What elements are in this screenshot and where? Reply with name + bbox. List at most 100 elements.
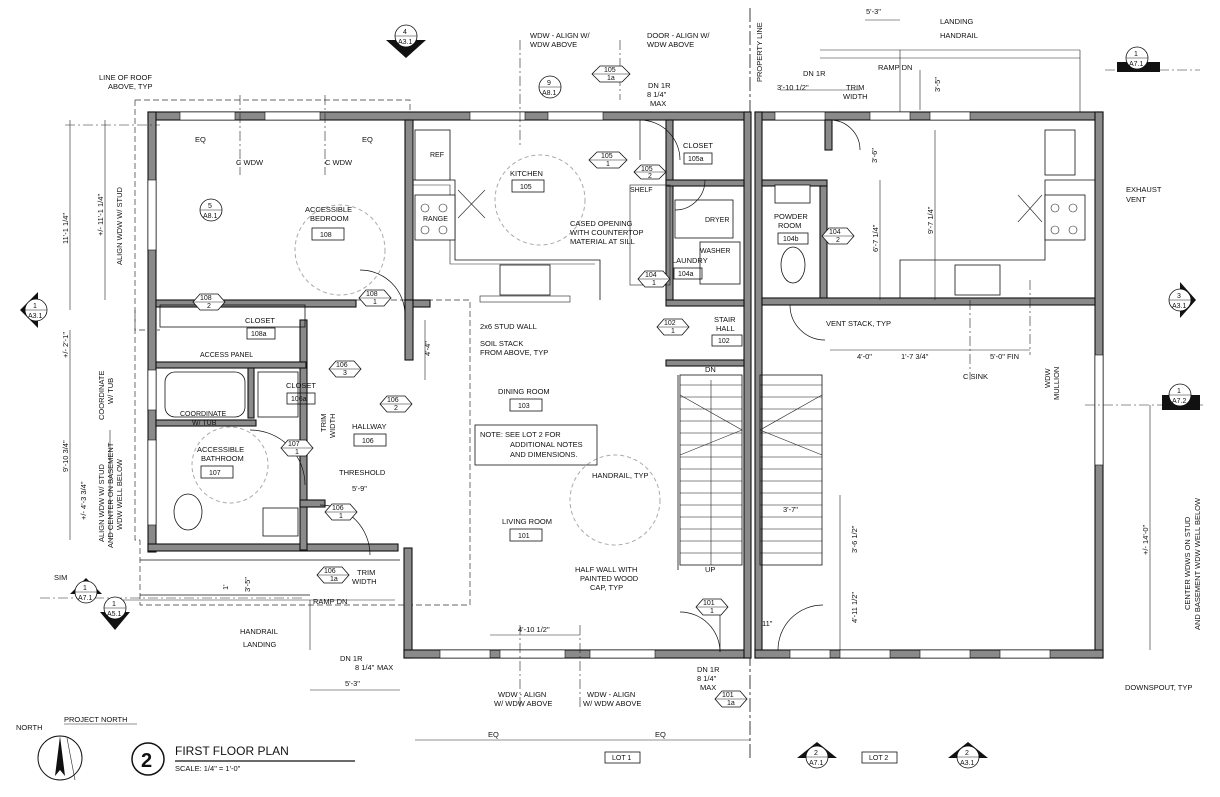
svg-text:9: 9 <box>547 80 551 87</box>
dim-11: 11" <box>762 619 773 628</box>
trim-top-2: WIDTH <box>843 92 868 101</box>
shelf-label: SHELF <box>630 187 653 194</box>
note-text-3: AND DIMENSIONS. <box>510 450 578 459</box>
dim-2-1: +/- 2'-1" <box>61 332 70 358</box>
svg-text:2: 2 <box>207 303 211 310</box>
max-left-2: MAX <box>377 663 393 672</box>
cased-2: WITH COUNTERTOP <box>570 228 643 237</box>
svg-text:1: 1 <box>33 303 37 310</box>
handrail-top: HANDRAIL <box>940 31 978 40</box>
roof-line-left-lower <box>134 310 140 541</box>
dn-stair: DN <box>705 365 716 374</box>
tag-105-1a: 105 1a <box>591 65 631 83</box>
dim-5-3-bottom: 5'-3" <box>345 679 360 688</box>
stair-lot1 <box>677 374 743 570</box>
trim-hall-1: TRIM <box>319 414 328 432</box>
porch-ramp <box>120 559 400 650</box>
svg-text:1a: 1a <box>607 75 615 82</box>
living-num: 101 <box>518 533 530 540</box>
dn1r-left: DN 1R <box>340 654 363 663</box>
ramp-dn-left: RAMP DN <box>313 597 347 606</box>
eq-bottom-1: EQ <box>488 730 499 739</box>
svg-text:A3.1: A3.1 <box>28 313 43 320</box>
cased-3: MATERIAL AT SILL <box>570 237 635 246</box>
dn1r-right: DN 1R <box>803 69 826 78</box>
c-wdw-1: C WDW <box>236 158 264 167</box>
dim-4-3: +/- 4'-3 3/4" <box>79 481 88 520</box>
bedroom-label-2: BEDROOM <box>310 214 349 223</box>
tag-106-3: 106 3 <box>328 360 362 378</box>
tag-107-1: 107 1 <box>280 439 314 457</box>
c-sink: C SINK <box>963 372 988 381</box>
access-panel-label: ACCESS PANEL <box>200 352 253 359</box>
svg-text:1a: 1a <box>330 576 338 583</box>
dining-label: DINING ROOM <box>498 387 550 396</box>
svg-text:A8.1: A8.1 <box>542 90 557 97</box>
svg-text:3: 3 <box>1177 293 1181 300</box>
half-wall-3: CAP, TYP <box>590 583 623 592</box>
wdw-bottom-1a: WDW - ALIGN <box>498 690 546 699</box>
eq-2: EQ <box>362 135 373 144</box>
tag-105-1: 105 1 <box>588 151 628 169</box>
stairhall-label-2: HALL <box>716 324 735 333</box>
svg-text:A7.2: A7.2 <box>1172 398 1187 405</box>
svg-text:1a: 1a <box>727 700 735 707</box>
coord-tub-1: COORDINATE <box>97 371 106 420</box>
dim-9-10: 9'-10 3/4" <box>61 440 70 472</box>
wdw-bottom-2a: WDW - ALIGN <box>587 690 635 699</box>
laundry-label: LAUNDRY <box>672 256 708 265</box>
hallway-num: 106 <box>362 438 374 445</box>
svg-text:1: 1 <box>710 608 714 615</box>
detail-5-a81: 5 A8.1 <box>199 198 223 222</box>
lavatory-bath <box>262 507 299 537</box>
bath-num: 107 <box>209 470 221 477</box>
up-stair: UP <box>705 565 715 574</box>
coordinate-label: COORDINATE <box>180 411 226 418</box>
eq-1: EQ <box>195 135 206 144</box>
kitchen-num: 105 <box>520 184 532 191</box>
roof-line-porch <box>139 299 471 606</box>
vent-stack: VENT STACK, TYP <box>826 319 891 328</box>
section-1-a31-left: 1 A3.1 <box>20 292 48 328</box>
svg-text:108: 108 <box>200 295 212 302</box>
stair-lot2 <box>759 374 823 566</box>
dim-3-7: 3'-7" <box>783 505 798 514</box>
svg-text:105: 105 <box>641 166 653 173</box>
windows <box>147 111 1104 659</box>
max-top-1: 8 1/4" <box>647 90 667 99</box>
svg-text:2: 2 <box>394 405 398 412</box>
downspout: DOWNSPOUT, TYP <box>1125 683 1192 692</box>
property-line-label: PROPERTY LINE <box>755 22 764 82</box>
svg-text:3: 3 <box>343 370 347 377</box>
w-tub-label: W/ TUB <box>192 420 217 427</box>
dim-1-7: 1'-7 3/4" <box>901 352 929 361</box>
range-label: RANGE <box>423 216 448 223</box>
svg-text:1: 1 <box>295 449 299 456</box>
max-bottom-1: 8 1/4" <box>697 674 717 683</box>
wdw-align-1: WDW - ALIGN W/ <box>530 31 590 40</box>
closet106a-label: CLOSET <box>286 381 316 390</box>
powder-label-2: ROOM <box>778 221 801 230</box>
dimension-lines <box>69 19 1151 741</box>
svg-text:105: 105 <box>601 153 613 160</box>
porch-top-right <box>820 49 1081 112</box>
svg-text:1: 1 <box>606 161 610 168</box>
svg-text:101: 101 <box>722 692 734 699</box>
svg-text:104: 104 <box>829 229 841 236</box>
svg-text:104: 104 <box>645 272 657 279</box>
svg-text:A3.1: A3.1 <box>1172 303 1187 310</box>
wdw-align-2: WDW ABOVE <box>530 40 577 49</box>
note-text-2: ADDITIONAL NOTES <box>510 440 583 449</box>
half-wall-2: PAINTED WOOD <box>580 574 639 583</box>
tag-104-2: 104 2 <box>821 227 855 245</box>
dim-5-3-top: 5'-3" <box>866 7 881 16</box>
dryer-label: DRYER <box>705 217 729 224</box>
svg-text:A7.1: A7.1 <box>1129 61 1144 68</box>
closet105a-num: 105a <box>688 156 704 163</box>
svg-text:102: 102 <box>664 320 676 327</box>
roof-note-2: ABOVE, TYP <box>108 82 152 91</box>
title-block: 2 FIRST FLOOR PLAN SCALE: 1/4" = 1'-0" <box>131 742 355 776</box>
cased-1: CASED OPENING <box>570 219 633 228</box>
closet-106a <box>257 371 299 418</box>
